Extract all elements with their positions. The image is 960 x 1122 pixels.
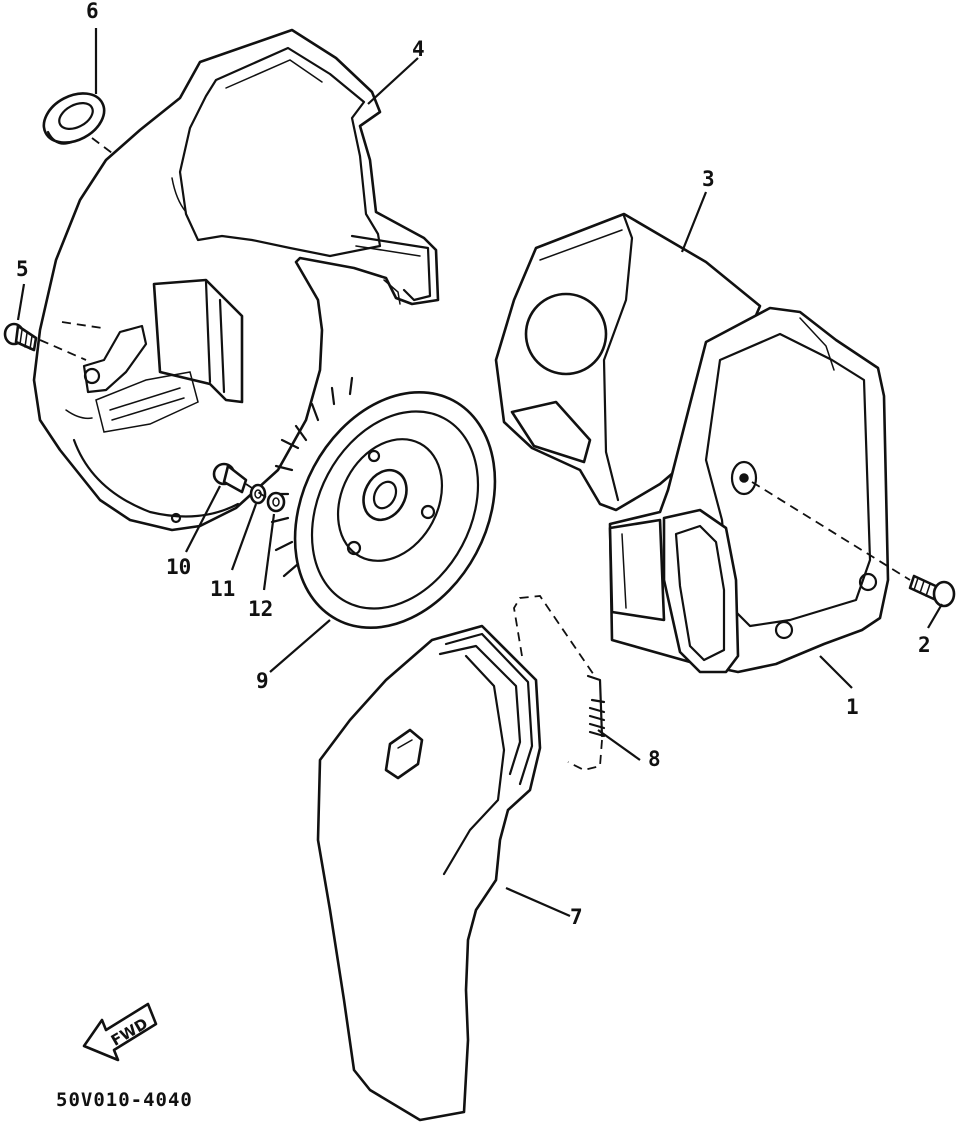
part-9-flywheel-fan	[270, 376, 497, 629]
part-1-main-housing	[608, 306, 890, 674]
callout-7: 7	[570, 905, 583, 929]
callout-labels: 6 4 3 5 10 11 12 9 2 1 8 7	[16, 0, 931, 929]
part-8-spring-clip	[513, 595, 606, 771]
callout-5: 5	[16, 257, 29, 281]
callout-4: 4	[412, 37, 425, 61]
callout-3: 3	[702, 167, 715, 191]
callout-9: 9	[256, 669, 269, 693]
part-12-nut	[266, 491, 286, 513]
part-11-washer	[249, 483, 267, 505]
callout-1: 1	[846, 695, 859, 719]
part-6-grommet	[42, 92, 106, 145]
callout-8: 8	[648, 747, 661, 771]
callout-12: 12	[248, 597, 273, 621]
callout-6: 6	[86, 0, 99, 23]
part-5-bolt	[3, 322, 38, 352]
callout-11: 11	[210, 577, 235, 601]
leader-lines	[16, 28, 943, 918]
drawing-code: 50V010-4040	[56, 1089, 193, 1111]
fwd-direction-arrow: FWD	[82, 1002, 158, 1062]
callout-10: 10	[166, 555, 191, 579]
part-7-air-duct	[316, 624, 542, 1122]
assembly-centerlines	[39, 137, 911, 581]
part-4-fan-housing	[32, 28, 440, 532]
part-10-bolt	[212, 462, 248, 494]
part-2-screw	[908, 574, 956, 608]
callout-2: 2	[918, 633, 931, 657]
